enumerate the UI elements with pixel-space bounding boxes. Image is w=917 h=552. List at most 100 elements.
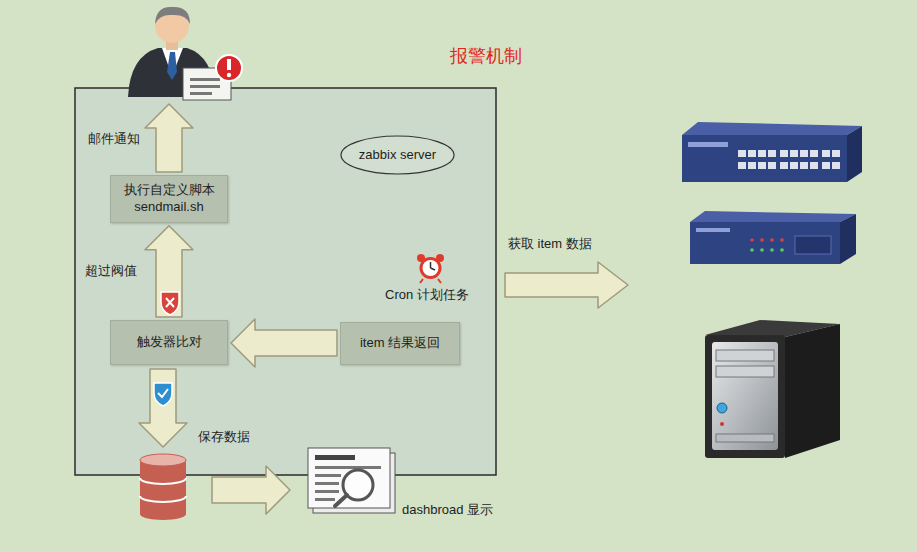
person-icon [227, 59, 231, 70]
database-icon [140, 508, 186, 520]
dashboard-document [308, 448, 390, 508]
alarm-clock [431, 262, 436, 270]
network-switch [682, 122, 862, 135]
person-icon [155, 7, 190, 24]
network-switch [768, 150, 776, 157]
dashboard-document [315, 455, 355, 460]
network-switch [768, 162, 776, 169]
person-icon [167, 52, 177, 80]
server-tower [717, 403, 727, 413]
database-icon [140, 496, 186, 502]
network-switch [738, 162, 746, 169]
person-icon [216, 55, 242, 81]
network-switch [800, 150, 808, 157]
diagram-title: 报警机制 [450, 44, 522, 68]
process-box: 执行自定义脚本 sendmail.sh [110, 175, 228, 223]
person-icon [227, 73, 231, 77]
network-switch [780, 150, 788, 157]
database-icon [140, 460, 186, 514]
block-arrow [139, 369, 187, 447]
dashboard-document [335, 495, 347, 506]
process-box: 触发器比对 [110, 320, 228, 365]
person-icon [190, 85, 220, 88]
server-tower [716, 434, 774, 442]
network-switch [760, 238, 764, 242]
server-tower [705, 335, 785, 458]
panel-background [75, 88, 496, 475]
network-switch [738, 150, 840, 169]
server-tower [716, 350, 774, 361]
network-switch [790, 162, 798, 169]
box-label: 触发器比对 [137, 334, 202, 351]
network-switch [750, 248, 784, 252]
database-icon [140, 478, 186, 484]
block-arrow [139, 104, 628, 514]
network-switch [696, 228, 730, 232]
block-arrow [212, 466, 290, 514]
alarm-clock [423, 260, 439, 276]
server-tower [785, 324, 840, 458]
network-switch [780, 238, 784, 242]
box-label: 执行自定义脚本 sendmail.sh [119, 182, 219, 216]
dashboard-document [315, 466, 381, 469]
network-switch [847, 126, 862, 182]
network-switch [688, 142, 728, 147]
server-panel: 执行自定义脚本 sendmail.sh 触发器比对 item 结果返回 zabbix … [75, 88, 496, 475]
label-ellipse [341, 136, 454, 174]
server-tower [716, 366, 774, 377]
database-icon [140, 454, 186, 520]
block-arrow [145, 104, 193, 172]
alarm-clock [420, 279, 441, 283]
network-switch [780, 248, 784, 252]
network-switch [770, 248, 774, 252]
network-switch [690, 222, 840, 264]
network-switch [780, 162, 788, 169]
network-switch [748, 162, 756, 169]
network-switch [750, 238, 784, 242]
network-switch [758, 162, 766, 169]
alert-shield [166, 298, 174, 307]
alarm-clock [417, 254, 444, 283]
network-switch [790, 150, 798, 157]
alarm-clock [420, 257, 442, 279]
text-label: dashbroad 显示 [402, 502, 493, 519]
panel-label: zabbix server [340, 135, 455, 175]
alert-shield [161, 292, 179, 315]
network-switch [748, 150, 756, 157]
network-switch [810, 150, 818, 157]
panel-title: zabbix server [359, 147, 436, 164]
network-switch [760, 248, 764, 252]
alert-shield [161, 292, 179, 315]
server-tower [720, 422, 724, 426]
dashboard-document [308, 448, 395, 513]
network-switch [832, 150, 840, 157]
network-switch [800, 162, 808, 169]
network-switch [750, 238, 754, 242]
process-box: item 结果返回 [340, 322, 460, 365]
network-switch [682, 135, 847, 182]
ok-shield [154, 383, 172, 406]
network-switch [690, 211, 856, 264]
edge-label: 超过阀值 [85, 263, 137, 280]
network-switch [758, 150, 766, 157]
server-tower [712, 342, 778, 450]
person-icon [128, 7, 242, 100]
dashboard-document [315, 482, 339, 485]
network-switch [770, 238, 774, 242]
text-label: 邮件通知 [88, 131, 140, 148]
block-arrow [231, 319, 337, 367]
network-switch [810, 162, 818, 169]
text-label: Cron 计划任务 [385, 287, 469, 304]
person-icon [190, 78, 220, 81]
network-switch [822, 150, 830, 157]
text-label: 获取 item 数据 [508, 236, 592, 253]
network-switch [682, 122, 862, 182]
network-switch [690, 211, 856, 222]
network-switch [795, 236, 831, 254]
network-switch [840, 214, 856, 264]
ok-shield [158, 389, 168, 397]
text-label: 保存数据 [198, 429, 250, 446]
block-arrow [505, 262, 628, 308]
